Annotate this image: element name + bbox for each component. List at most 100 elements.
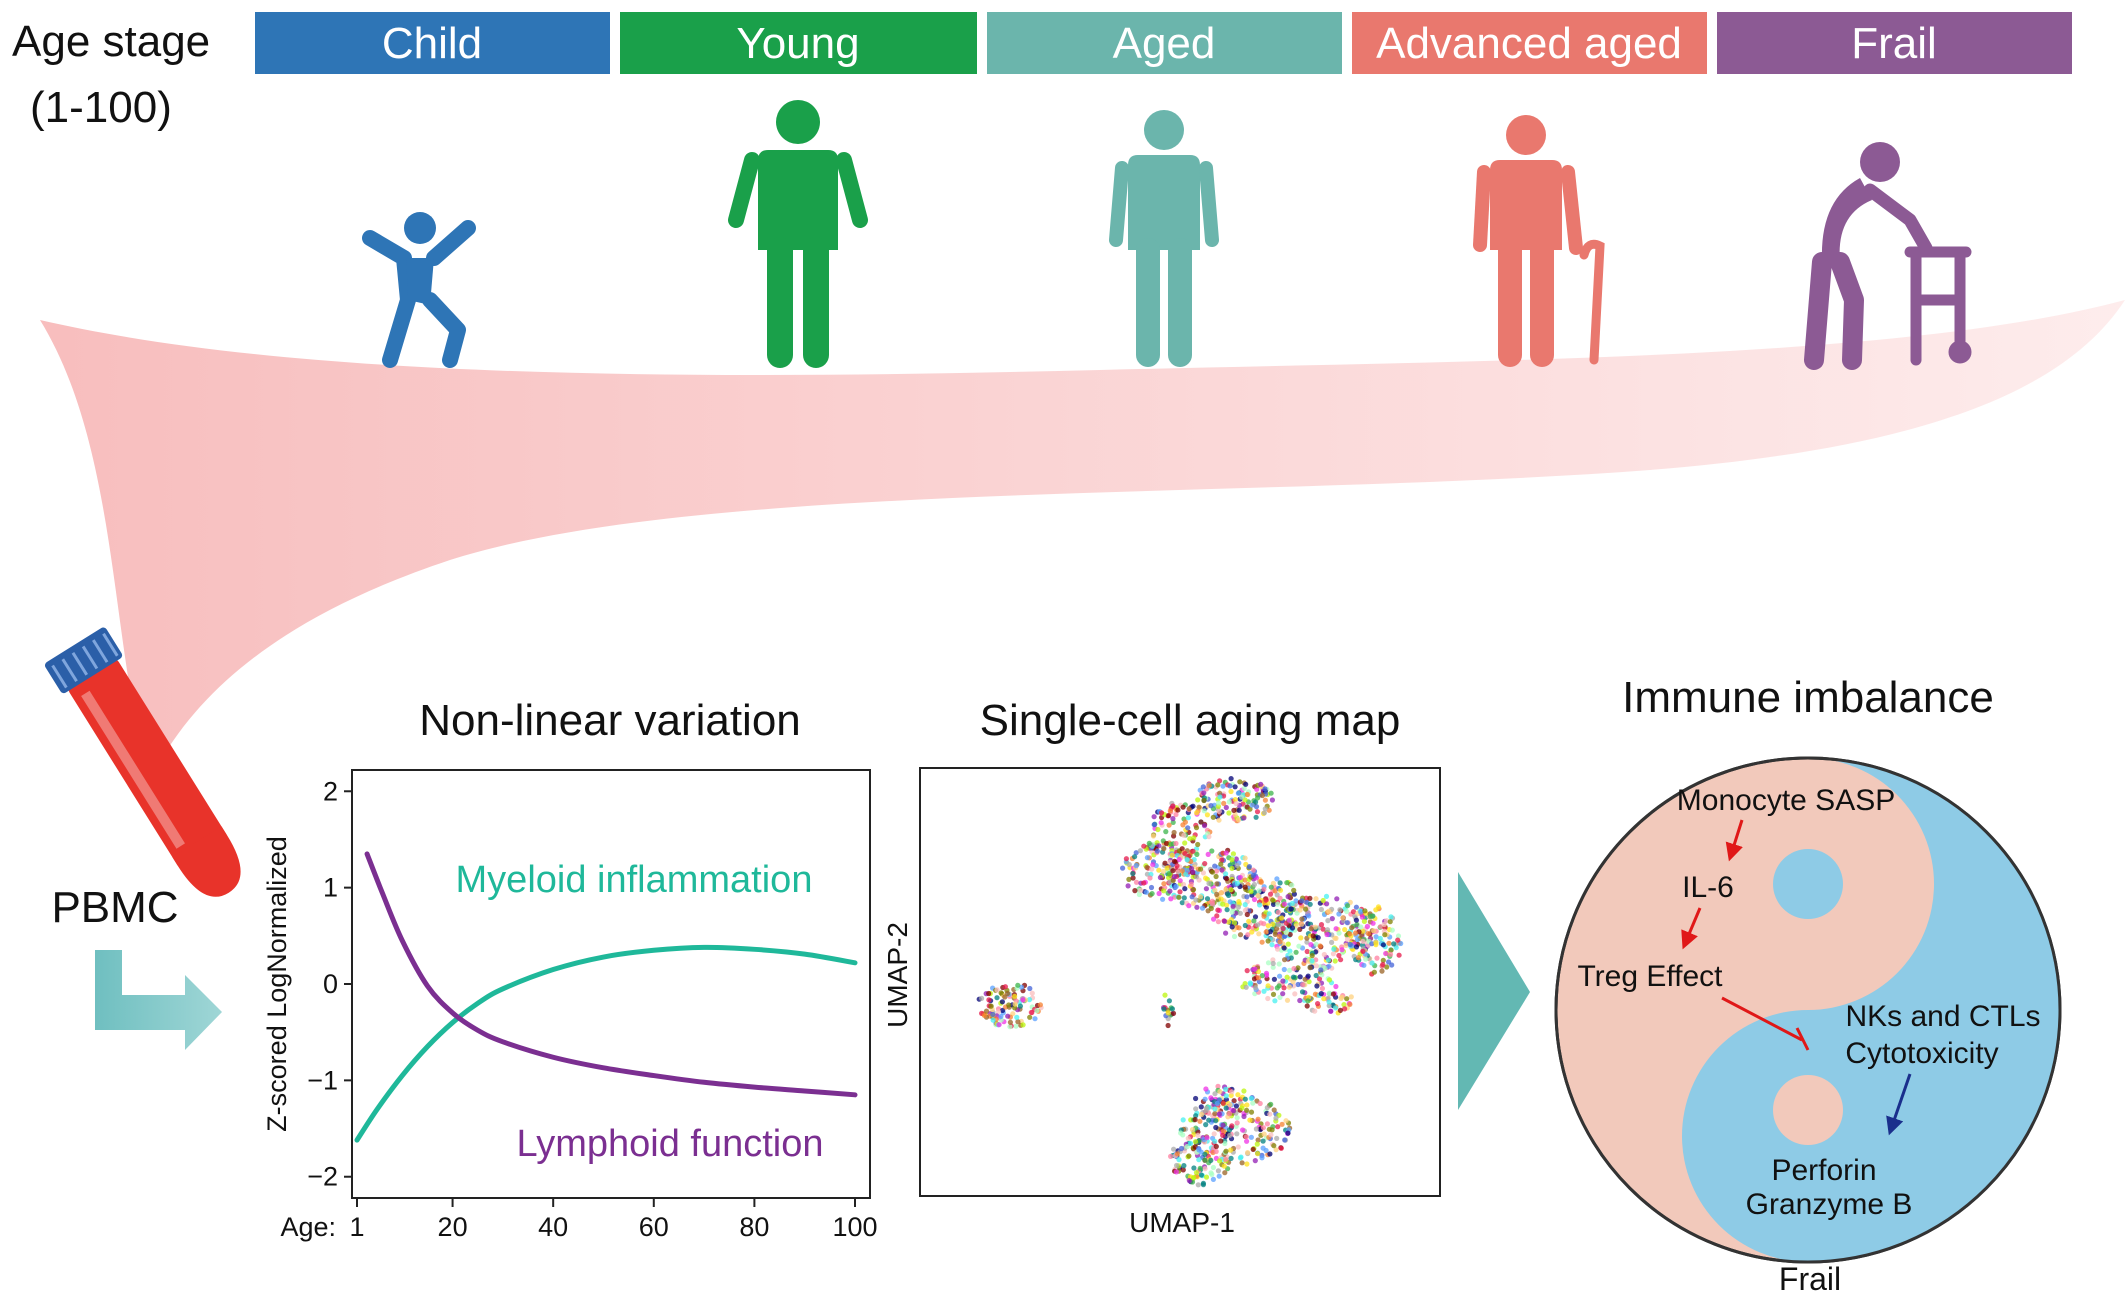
umap-cell-point bbox=[1264, 1121, 1270, 1127]
umap-cell-point bbox=[1285, 894, 1291, 900]
umap-cell-point bbox=[1323, 893, 1330, 900]
umap-cell-point bbox=[1267, 929, 1273, 935]
umap-cell-point bbox=[1161, 846, 1167, 852]
umap-cell-point bbox=[1281, 901, 1288, 907]
umap-cell-point bbox=[1170, 819, 1176, 826]
umap-cell-point bbox=[1143, 889, 1149, 895]
umap-cell-point bbox=[1195, 841, 1201, 848]
umap-cell-point bbox=[1179, 900, 1185, 906]
umap-cell-point bbox=[1261, 886, 1267, 892]
umap-cell-point bbox=[1161, 888, 1167, 894]
stage-aged: Aged bbox=[987, 12, 1342, 74]
umap-cell-point bbox=[1263, 929, 1269, 935]
umap-cell-point bbox=[1326, 908, 1332, 914]
umap-cell-point bbox=[1234, 880, 1241, 887]
umap-cell-point bbox=[1120, 865, 1126, 871]
umap-cell-point bbox=[1203, 875, 1209, 881]
umap-cell-point bbox=[1362, 908, 1368, 914]
umap-cell-point bbox=[1180, 881, 1187, 888]
umap-cell-point bbox=[1282, 1137, 1288, 1143]
umap-cell-point bbox=[1174, 1151, 1180, 1157]
umap-cell-point bbox=[1190, 887, 1197, 893]
umap-cell-point bbox=[1220, 1128, 1227, 1134]
umap-cell-point bbox=[1281, 945, 1287, 951]
umap-xlabel: UMAP-1 bbox=[1129, 1207, 1235, 1238]
umap-cell-point bbox=[1297, 907, 1303, 913]
umap-cell-point bbox=[1208, 905, 1214, 912]
umap-cell-point bbox=[1296, 943, 1302, 949]
umap-cell-point bbox=[986, 997, 992, 1003]
x-tick-label: 80 bbox=[739, 1212, 769, 1242]
umap-cell-point bbox=[1230, 903, 1236, 909]
umap-cell-point bbox=[1185, 1135, 1191, 1141]
umap-cell-point bbox=[1321, 996, 1327, 1002]
umap-cell-point bbox=[1201, 823, 1208, 829]
umap-cell-point bbox=[1270, 880, 1276, 887]
umap-cell-point bbox=[1286, 967, 1293, 973]
yin-yang-diagram: Monocyte SASP IL-6 Treg Effect NKs and C… bbox=[1554, 756, 2062, 1264]
umap-cell-point bbox=[1261, 988, 1267, 994]
umap-cell-point bbox=[1212, 863, 1218, 869]
umap-cell-point bbox=[1176, 1157, 1182, 1163]
umap-cell-point bbox=[1188, 881, 1194, 887]
umap-cell-point bbox=[1277, 887, 1284, 893]
umap-cell-point bbox=[986, 990, 992, 997]
umap-cell-point bbox=[1255, 1116, 1261, 1122]
umap-cell-point bbox=[1170, 1010, 1177, 1017]
chart-ylabel: Z-scored LogNormalized bbox=[262, 836, 292, 1132]
umap-cell-point bbox=[1219, 867, 1225, 873]
umap-cell-point bbox=[1227, 783, 1233, 789]
umap-cell-point bbox=[1387, 919, 1393, 925]
umap-cell-point bbox=[1171, 874, 1177, 880]
y-tick-label: 2 bbox=[323, 776, 338, 806]
umap-cell-point bbox=[1274, 985, 1280, 991]
arrow-il6-to-treg bbox=[1681, 907, 1702, 950]
umap-cell-point bbox=[1253, 1126, 1259, 1132]
umap-cell-point bbox=[1365, 930, 1371, 937]
umap-cell-point bbox=[1275, 946, 1281, 952]
umap-cell-point bbox=[1270, 964, 1276, 970]
umap-cell-point bbox=[1189, 1127, 1196, 1133]
umap-cell-point bbox=[1223, 1086, 1229, 1092]
umap-cell-point bbox=[1203, 1105, 1209, 1111]
umap-cell-point bbox=[1235, 904, 1241, 910]
umap-cell-point bbox=[1360, 948, 1366, 955]
umap-cell-point bbox=[1266, 911, 1272, 917]
umap-cell-point bbox=[1243, 984, 1249, 990]
umap-cell-point bbox=[1245, 1150, 1251, 1156]
umap-cell-point bbox=[1141, 843, 1147, 849]
x-tick-label: 60 bbox=[639, 1212, 669, 1242]
to-imbalance-arrow-icon bbox=[1458, 872, 1530, 1110]
umap-cell-point bbox=[1222, 1170, 1228, 1176]
umap-cell-point bbox=[1241, 1113, 1247, 1120]
umap-cell-point bbox=[1198, 1172, 1204, 1178]
umap-cell-point bbox=[1295, 981, 1301, 988]
umap-cell-point bbox=[1227, 1102, 1233, 1108]
umap-cell-point bbox=[1192, 1117, 1198, 1123]
umap-cell-point bbox=[1303, 906, 1309, 912]
umap-cell-point bbox=[1315, 935, 1321, 941]
umap-cell-point bbox=[1263, 897, 1269, 903]
umap-cell-point bbox=[1337, 1007, 1343, 1014]
umap-cell-point bbox=[1344, 936, 1351, 943]
treg-effect-label: Treg Effect bbox=[1577, 960, 1723, 993]
young-figure-icon bbox=[728, 100, 868, 368]
umap-cell-point bbox=[1315, 1001, 1321, 1007]
umap-cell-point bbox=[1276, 961, 1282, 967]
umap-cell-point bbox=[1222, 918, 1228, 924]
umap-cell-point bbox=[1174, 1162, 1180, 1169]
umap-cell-point bbox=[1206, 783, 1212, 789]
umap-cell-point bbox=[1133, 879, 1140, 885]
chart-xlabel-prefix: Age: bbox=[280, 1212, 336, 1242]
cytotoxicity-label: Cytotoxicity bbox=[1845, 1037, 1998, 1070]
umap-cell-point bbox=[1144, 855, 1150, 861]
umap-cell-point bbox=[1359, 914, 1365, 920]
umap-cell-point bbox=[1228, 1147, 1234, 1153]
umap-cell-point bbox=[1313, 896, 1319, 902]
perforin-label: Perforin bbox=[1771, 1154, 1876, 1187]
umap-cell-point bbox=[1344, 908, 1350, 915]
umap-cell-point bbox=[1318, 922, 1325, 928]
umap-cell-point bbox=[1213, 1148, 1219, 1155]
umap-cell-point bbox=[1257, 1100, 1263, 1107]
